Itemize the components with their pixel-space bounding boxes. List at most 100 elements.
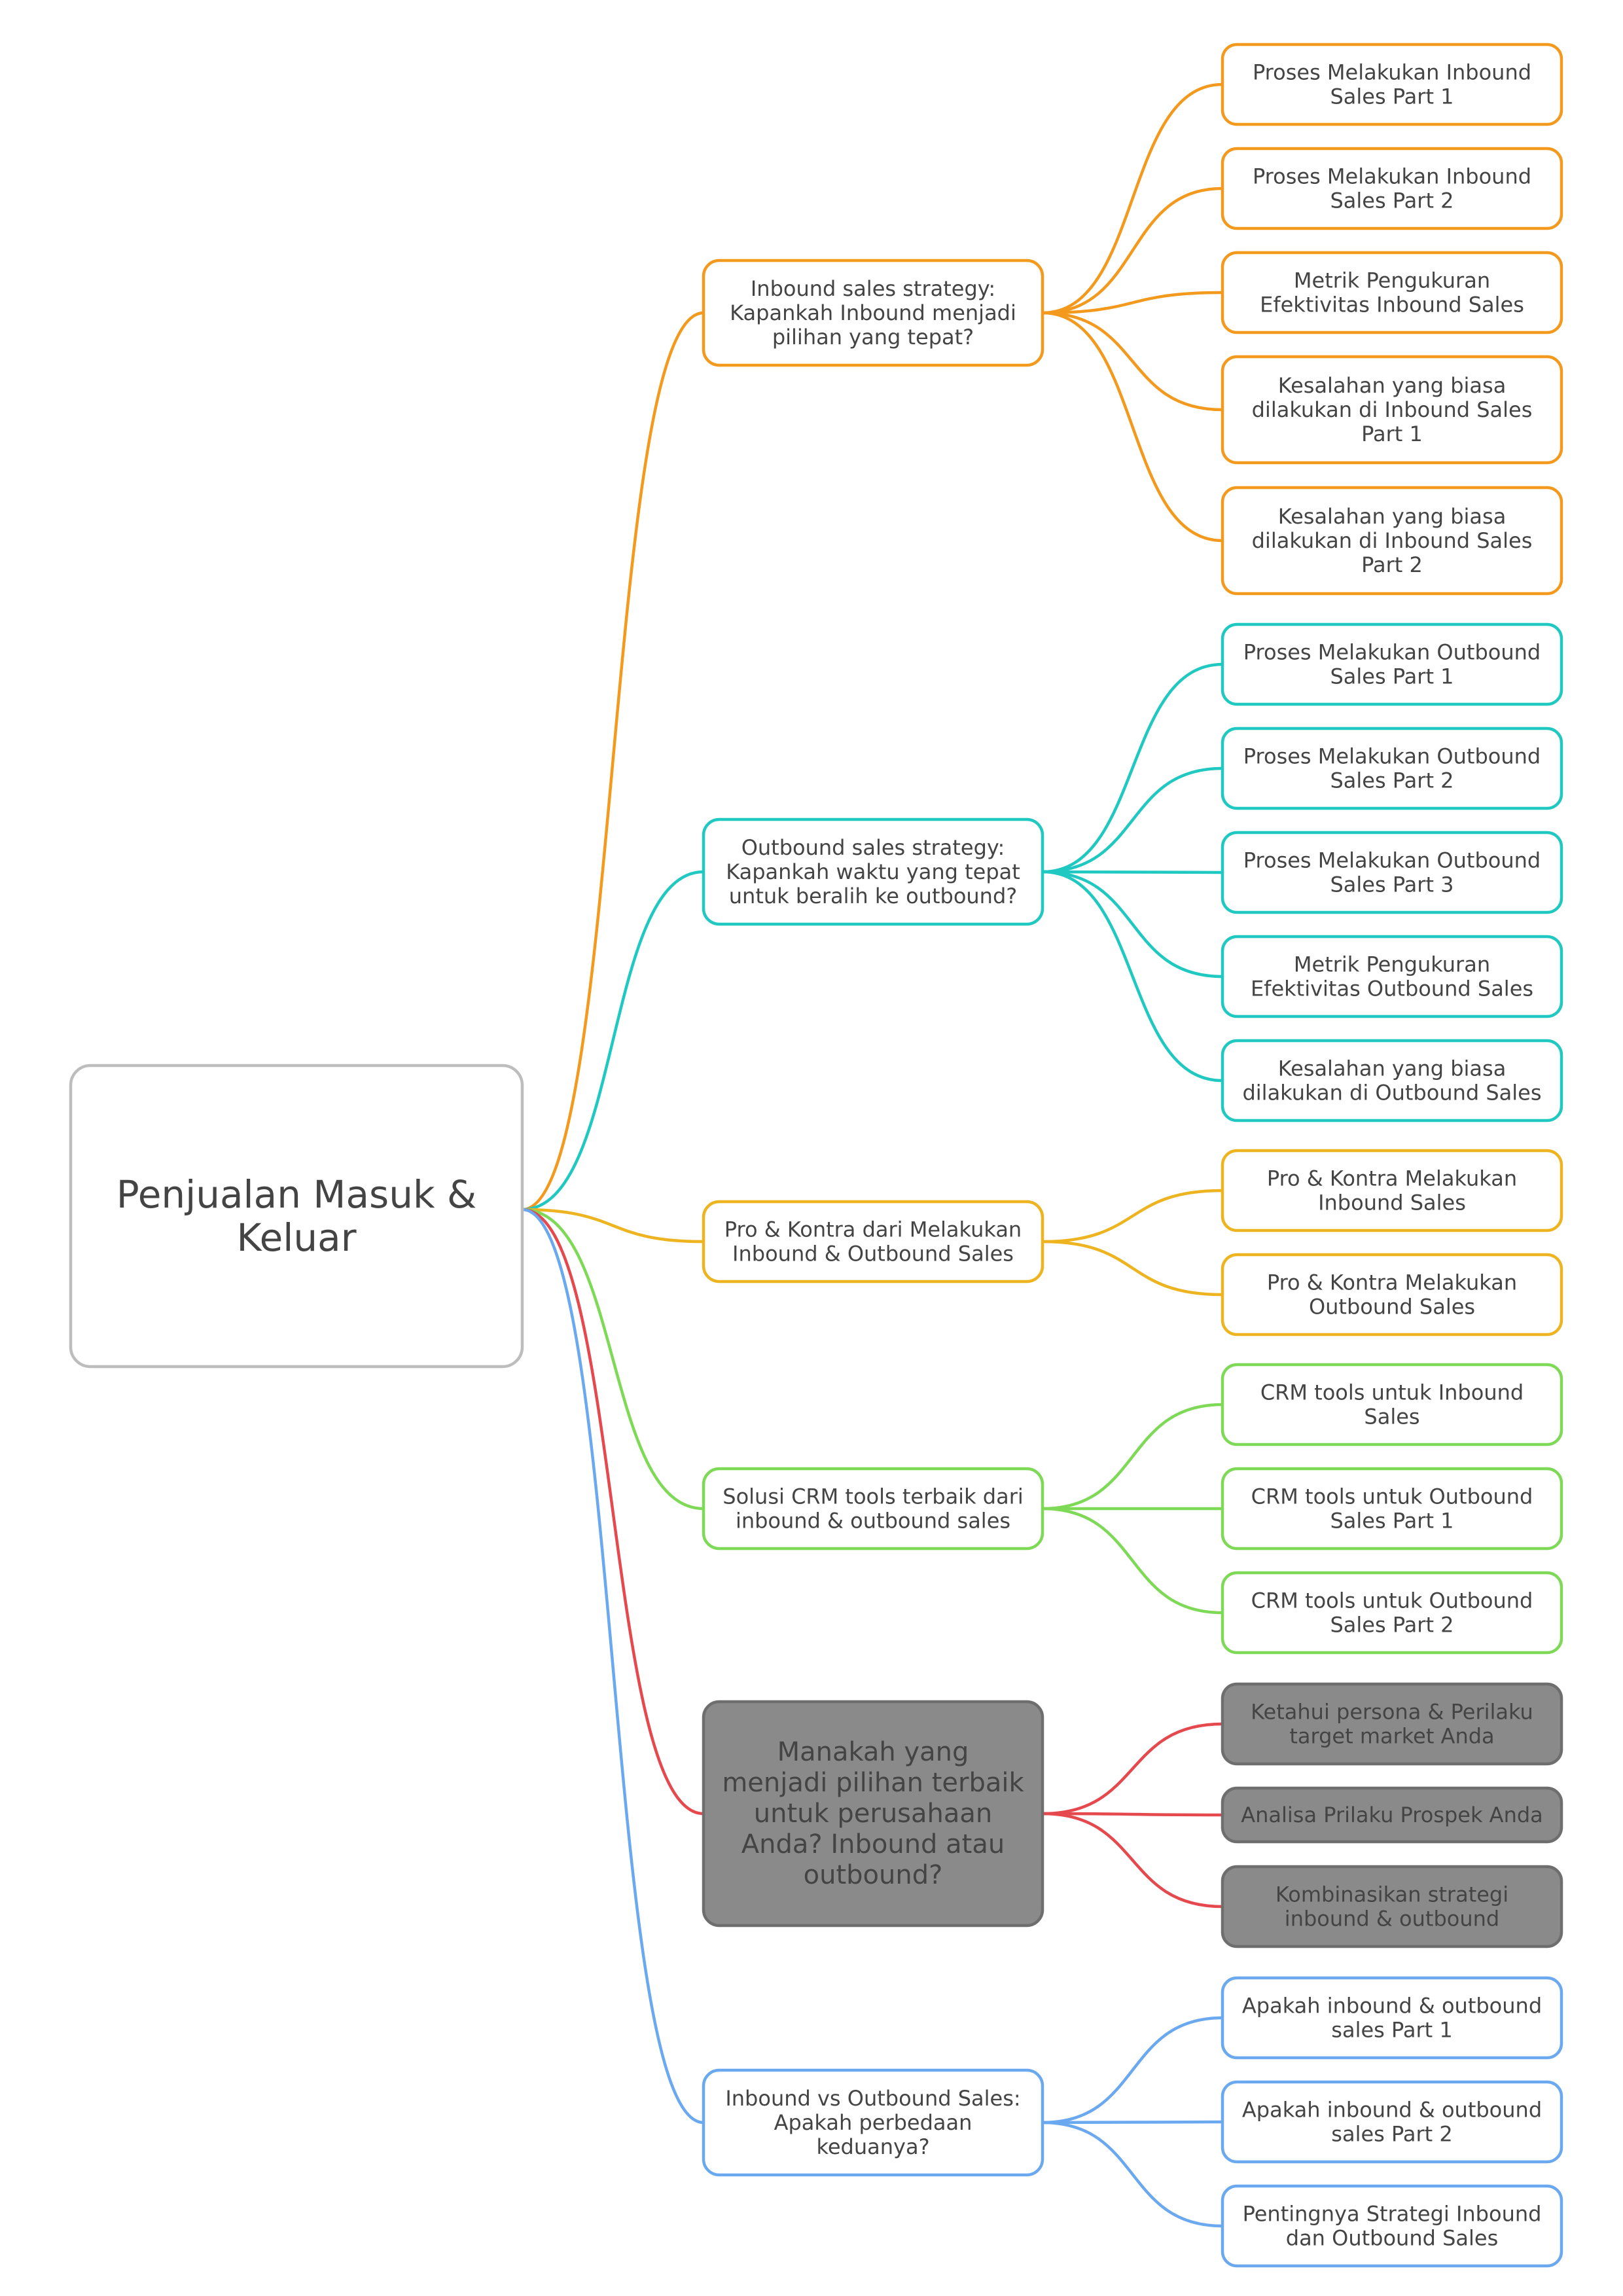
connector-layer: [520, 82, 1224, 2228]
connector-manakah-to-leaf-1: [1041, 1722, 1224, 1816]
branch-node-inbound-strategy[interactable]: Inbound sales strategy:Kapankah Inbound …: [702, 259, 1044, 367]
branch-node-box: [702, 259, 1044, 367]
leaf-node-label-line: Efektivitas Inbound Sales: [1260, 293, 1524, 317]
branch-node-label-line: Apakah perbedaan: [774, 2110, 972, 2135]
branch-node-box: [702, 1467, 1044, 1551]
leaf-node-label-line: Kesalahan yang biasa: [1278, 504, 1507, 529]
connector-manakah-to-leaf-2: [1041, 1812, 1224, 1817]
leaf-node-box: [1221, 1039, 1563, 1122]
leaf-node-box: [1221, 147, 1563, 230]
leaf-node-box: [1221, 251, 1563, 334]
branch-node-label-line: Manakah yang: [777, 1737, 969, 1767]
leaf-node-label-line: Sales: [1364, 1405, 1419, 1429]
leaf-node-label-line: Pro & Kontra Melakukan: [1267, 1270, 1517, 1295]
leaf-node-label-line: Proses Melakukan Inbound: [1253, 60, 1531, 85]
connector-inbound-strategy-to-leaf-4: [1041, 311, 1224, 412]
connector-inbound-vs-outbound-to-leaf-2: [1041, 2120, 1224, 2125]
leaf-node-label-line: Efektivitas Outbound Sales: [1251, 977, 1533, 1001]
leaf-node-label-line: sales Part 1: [1331, 2018, 1452, 2043]
branch-node-box: [702, 817, 1044, 926]
leaf-node-label-line: Kesalahan yang biasa: [1278, 1056, 1507, 1081]
leaf-node-label-line: Sales Part 2: [1330, 768, 1454, 793]
leaf-node-label-line: Metrik Pengukuran: [1294, 952, 1490, 977]
leaf-node-label-line: Sales Part 1: [1330, 1509, 1454, 1534]
leaf-node-manakah-2[interactable]: Analisa Prilaku Prospek Anda: [1221, 1786, 1563, 1844]
leaf-node-label-line: Pentingnya Strategi Inbound: [1243, 2202, 1542, 2227]
leaf-node-label-line: Sales Part 3: [1330, 872, 1454, 897]
branch-node-box: [702, 1200, 1044, 1283]
leaf-node-label-line: Apakah inbound & outbound: [1242, 1994, 1542, 2018]
branch-node-label-line: Inbound & Outbound Sales: [732, 1242, 1014, 1266]
leaf-node-box: [1221, 1253, 1563, 1336]
connector-root-to-inbound-vs-outbound: [520, 1208, 705, 2125]
branch-node-label-line: Outbound sales strategy:: [741, 835, 1005, 860]
leaf-node-label-line: Sales Part 1: [1330, 84, 1454, 109]
connector-pro-kontra-to-leaf-2: [1041, 1240, 1224, 1297]
leaf-node-box: [1221, 622, 1563, 706]
branch-node-inbound-vs-outbound[interactable]: Inbound vs Outbound Sales:Apakah perbeda…: [702, 2068, 1044, 2177]
branch-node-box: [702, 2068, 1044, 2177]
connector-inbound-strategy-to-leaf-5: [1041, 311, 1224, 543]
leaf-node-box: [1221, 1682, 1563, 1766]
branch-node-label-line: Kapankah Inbound menjadi: [730, 300, 1016, 325]
leaf-node-box: [1221, 1865, 1563, 1948]
leaf-node-label-line: CRM tools untuk Outbound: [1251, 1484, 1533, 1509]
branch-node-label-line: untuk perusahaan: [754, 1799, 993, 1829]
branch-node-label-line: inbound & outbound sales: [736, 1509, 1010, 1534]
leaf-node-label-line: Proses Melakukan Outbound: [1243, 640, 1541, 665]
leaf-node-label-line: Analisa Prilaku Prospek Anda: [1241, 1803, 1543, 1827]
branch-node-box: [702, 1700, 1044, 1928]
leaf-node-label-line: sales Part 2: [1331, 2122, 1452, 2147]
leaf-node-label-line: Kesalahan yang biasa: [1278, 373, 1507, 398]
leaf-node-label-line: Inbound Sales: [1318, 1191, 1466, 1215]
branch-node-label-line: menjadi pilihan terbaik: [722, 1768, 1024, 1798]
leaf-node-box: [1221, 935, 1563, 1018]
leaf-node-label-line: Pro & Kontra Melakukan: [1267, 1166, 1517, 1191]
branch-node-label-line: Pro & Kontra dari Melakukan: [724, 1217, 1022, 1242]
leaf-node-label-line: dilakukan di Inbound Sales: [1252, 528, 1533, 553]
leaf-node-box: [1221, 1976, 1563, 2060]
branch-node-outbound-strategy[interactable]: Outbound sales strategy:Kapankah waktu y…: [702, 817, 1044, 926]
connector-outbound-strategy-to-leaf-1: [1041, 662, 1224, 874]
connector-root-to-inbound-strategy: [520, 311, 705, 1211]
connector-root-to-manakah: [520, 1208, 705, 1816]
leaf-node-label-line: dilakukan di Inbound Sales: [1252, 397, 1533, 422]
leaf-node-label-line: Proses Melakukan Inbound: [1253, 164, 1531, 189]
connector-inbound-strategy-to-leaf-3: [1041, 291, 1224, 315]
connector-root-to-outbound-strategy: [520, 870, 705, 1211]
root-node[interactable]: Penjualan Masuk &Keluar: [69, 1064, 524, 1369]
branch-node-label-line: untuk beralih ke outbound?: [729, 884, 1018, 908]
leaf-node-label-line: target market Anda: [1289, 1724, 1494, 1749]
leaf-node-box: [1221, 1467, 1563, 1551]
connector-root-to-crm-tools: [520, 1208, 705, 1511]
leaf-node-box: [1221, 2080, 1563, 2164]
leaf-node-label-line: Sales Part 1: [1330, 664, 1454, 689]
branch-node-label-line: Inbound sales strategy:: [751, 276, 995, 301]
branch-node-label-line: Inbound vs Outbound Sales:: [725, 2086, 1020, 2111]
branch-node-label-line: Kapankah waktu yang tepat: [726, 859, 1020, 884]
